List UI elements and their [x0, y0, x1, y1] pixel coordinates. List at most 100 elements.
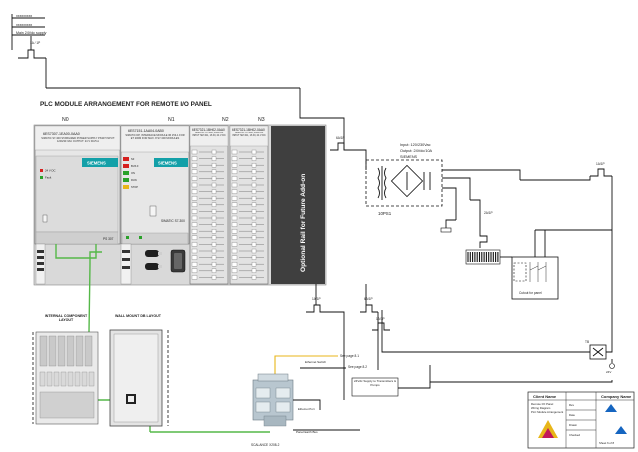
terminal-screw [231, 215, 238, 221]
terminal-block-tb: TB [585, 340, 607, 360]
internal-module [75, 335, 84, 367]
n3-terminal-rows [231, 149, 264, 280]
terminal-screw [191, 189, 198, 194]
n0-desc: SIMATIC S7-300 STABILIZED POWER SUPPLY P… [41, 137, 115, 144]
breaker-label-2: 2A/1P [484, 211, 493, 215]
project-line-0: Remote I/O Panel [531, 402, 554, 406]
n1-led-1 [123, 164, 129, 168]
terminal-screw [211, 255, 217, 260]
module-n0-power-supply: 6ES7307-1EA00-0AA0 SIMATIC S7-300 STABIL… [34, 125, 121, 285]
terminal-screw [191, 215, 198, 221]
terminal-screw [211, 156, 217, 161]
terminal-screw [211, 262, 217, 267]
terminal-screw [231, 262, 238, 267]
project-line-2: PLC Module Arrangement [531, 410, 563, 414]
terminal-screw [231, 176, 238, 181]
terminal-screw [211, 163, 217, 168]
earth-cable-1 [55, 244, 97, 259]
lamp-label: 24V [606, 370, 611, 374]
n0-led-24v [40, 169, 43, 172]
terminal-screw [191, 202, 198, 207]
n1-brand: SIEMENS [158, 161, 177, 166]
breaker-label-5: 1A/1P [376, 317, 385, 321]
internal-module [57, 335, 66, 367]
see-page-a: See page 8.1 [340, 354, 359, 358]
tb-cell-3: Checked [569, 433, 580, 437]
terminal-screw [251, 248, 257, 254]
psu-text-3: SIEMENS [400, 155, 418, 159]
terminal-screw [191, 222, 198, 227]
terminal-screw [191, 268, 198, 273]
n1-led-label-1: BUS F [131, 164, 139, 168]
terminal-screw [191, 255, 198, 260]
terminal-screw [191, 275, 198, 280]
n1-led-2 [123, 171, 129, 175]
terminal-screw [251, 182, 257, 188]
slot-label-n1: N1 [168, 117, 175, 123]
terminal-screw [251, 262, 257, 267]
tb-cell-2: Drawn [569, 423, 578, 427]
internal-module [39, 335, 48, 367]
terminal-screw [231, 229, 238, 234]
terminal-screw [231, 182, 238, 188]
psu-text-1: Input: 120/230Vac [400, 143, 431, 147]
slot-label-n2: N2 [222, 117, 229, 123]
breaker-lower-3: 1A/1P [372, 317, 390, 331]
n0-terminals [35, 243, 46, 285]
terminal-screw [211, 189, 217, 194]
internal-module [48, 335, 57, 367]
switch-port-note: Ethernet Port [298, 407, 315, 411]
n1-terminals [120, 243, 132, 285]
project-line-1: Wiring Diagram [531, 406, 551, 410]
terminal-screw [211, 202, 217, 207]
ethernet-label: Ethernet Switch [305, 360, 326, 364]
internal-module [84, 335, 93, 367]
see-page-b: See page 8.2 [348, 365, 367, 369]
n3-desc: SIMATIC S7-300, DIGITAL INPUT SM 321, 16… [232, 132, 266, 137]
slot-label-n3: N3 [258, 117, 265, 123]
psu-text-2: Output: 24Vdc/10A [400, 149, 433, 153]
n1-device: SIMATIC S7-300 [161, 219, 185, 223]
terminal-screw [231, 248, 238, 254]
tb-label: TB [585, 340, 589, 344]
terminal-strip [465, 249, 501, 265]
terminal-screw [191, 242, 198, 247]
n1-led-label-2: ON [131, 171, 135, 175]
terminal-screw [251, 202, 257, 207]
terminal-screw [191, 209, 198, 214]
terminal-screw [251, 169, 257, 174]
terminal-screw [251, 163, 257, 168]
terminal-screw [231, 156, 238, 161]
terminal-screw [251, 222, 257, 227]
title-block: Client Name Company Name Remote I/O Pane… [527, 391, 635, 449]
terminal-screw [231, 242, 238, 247]
power-supply-unit: Input: 120/230Vac Output: 24Vdc/10A SIEM… [365, 143, 443, 216]
terminal-screw [211, 176, 217, 181]
terminal-screw [211, 235, 217, 240]
switch-model: SCALANCE X208-2 [251, 443, 280, 447]
terminal-screw [231, 235, 238, 240]
internal-terminal [74, 371, 81, 387]
terminal-screw [191, 156, 198, 161]
terminal-screw [231, 163, 238, 168]
terminal-screw [211, 229, 217, 234]
supply-line-1: xxxxxxxxx [16, 14, 32, 18]
terminal-screw [211, 242, 217, 247]
internal-terminal [39, 371, 46, 387]
relay-box: Cutout for panel [511, 256, 559, 300]
breaker-vertical-1: 2A/1P [479, 211, 493, 248]
n0-led-fault [40, 176, 43, 179]
terminal-screw [191, 163, 198, 168]
terminal-screw [251, 209, 257, 214]
internal-terminal [88, 371, 95, 387]
n0-led-label-0: 24 V DC [45, 169, 56, 173]
terminal-screw [251, 149, 257, 155]
n1-led-3 [123, 178, 129, 182]
terminal-screw [191, 196, 198, 201]
n1-status-led-1 [139, 236, 142, 239]
internal-terminal [60, 371, 67, 387]
terminal-screw [251, 229, 257, 234]
wall-mount-title: WALL MOUNT DB LAYOUT [115, 314, 161, 318]
slot-label-n0: N0 [62, 117, 69, 123]
